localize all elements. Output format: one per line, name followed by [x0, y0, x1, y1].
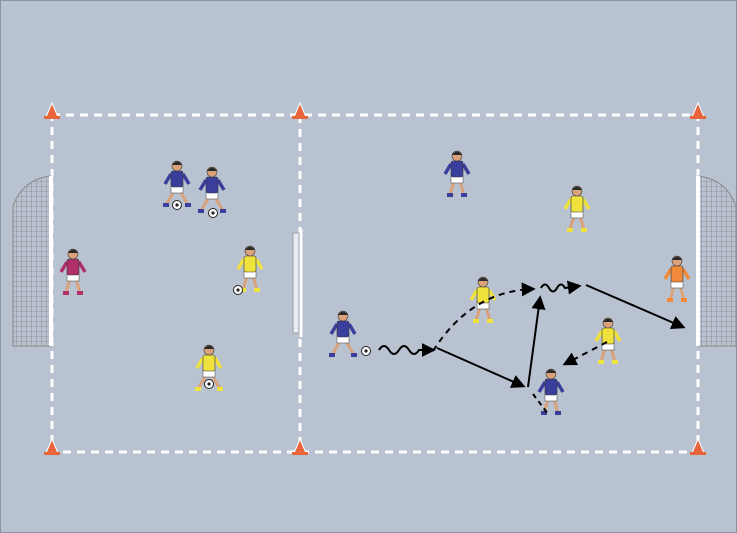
cone-icon: [292, 439, 308, 455]
cones: [44, 103, 706, 455]
player-icon: [539, 369, 563, 415]
player-icon: [565, 186, 589, 232]
player-icon: [329, 311, 357, 357]
goal-right: [698, 176, 736, 346]
player-icon: [238, 246, 262, 292]
player-icon: [445, 151, 469, 197]
players: [61, 151, 689, 415]
ball-icon: [209, 209, 218, 218]
goal-left: [13, 176, 51, 346]
cone-icon: [44, 439, 60, 455]
ball-icon: [362, 347, 371, 356]
goal-net-icon: [698, 176, 736, 346]
player-icon: [471, 277, 495, 323]
ball-icon: [234, 286, 243, 295]
pass-arrow-icon: [528, 298, 540, 387]
ball-icon: [173, 201, 182, 210]
mini-goal-center: [293, 229, 301, 337]
run-arrow-icon: [586, 285, 683, 327]
dribble-arrow-icon: [541, 285, 579, 292]
movement-arrows: [379, 285, 683, 415]
player-icon: [665, 256, 689, 302]
ball-icon: [205, 380, 214, 389]
cone-icon: [690, 103, 706, 119]
cone-icon: [690, 439, 706, 455]
goal-net-icon: [13, 176, 51, 346]
player-icon: [596, 318, 620, 364]
cone-icon: [44, 103, 60, 119]
run-arrow-icon: [437, 348, 523, 386]
cone-icon: [292, 103, 308, 119]
dribble-arrow-icon: [379, 346, 433, 354]
player-icon: [198, 167, 226, 213]
field-lines: [52, 115, 698, 452]
player-icon: [61, 249, 85, 295]
